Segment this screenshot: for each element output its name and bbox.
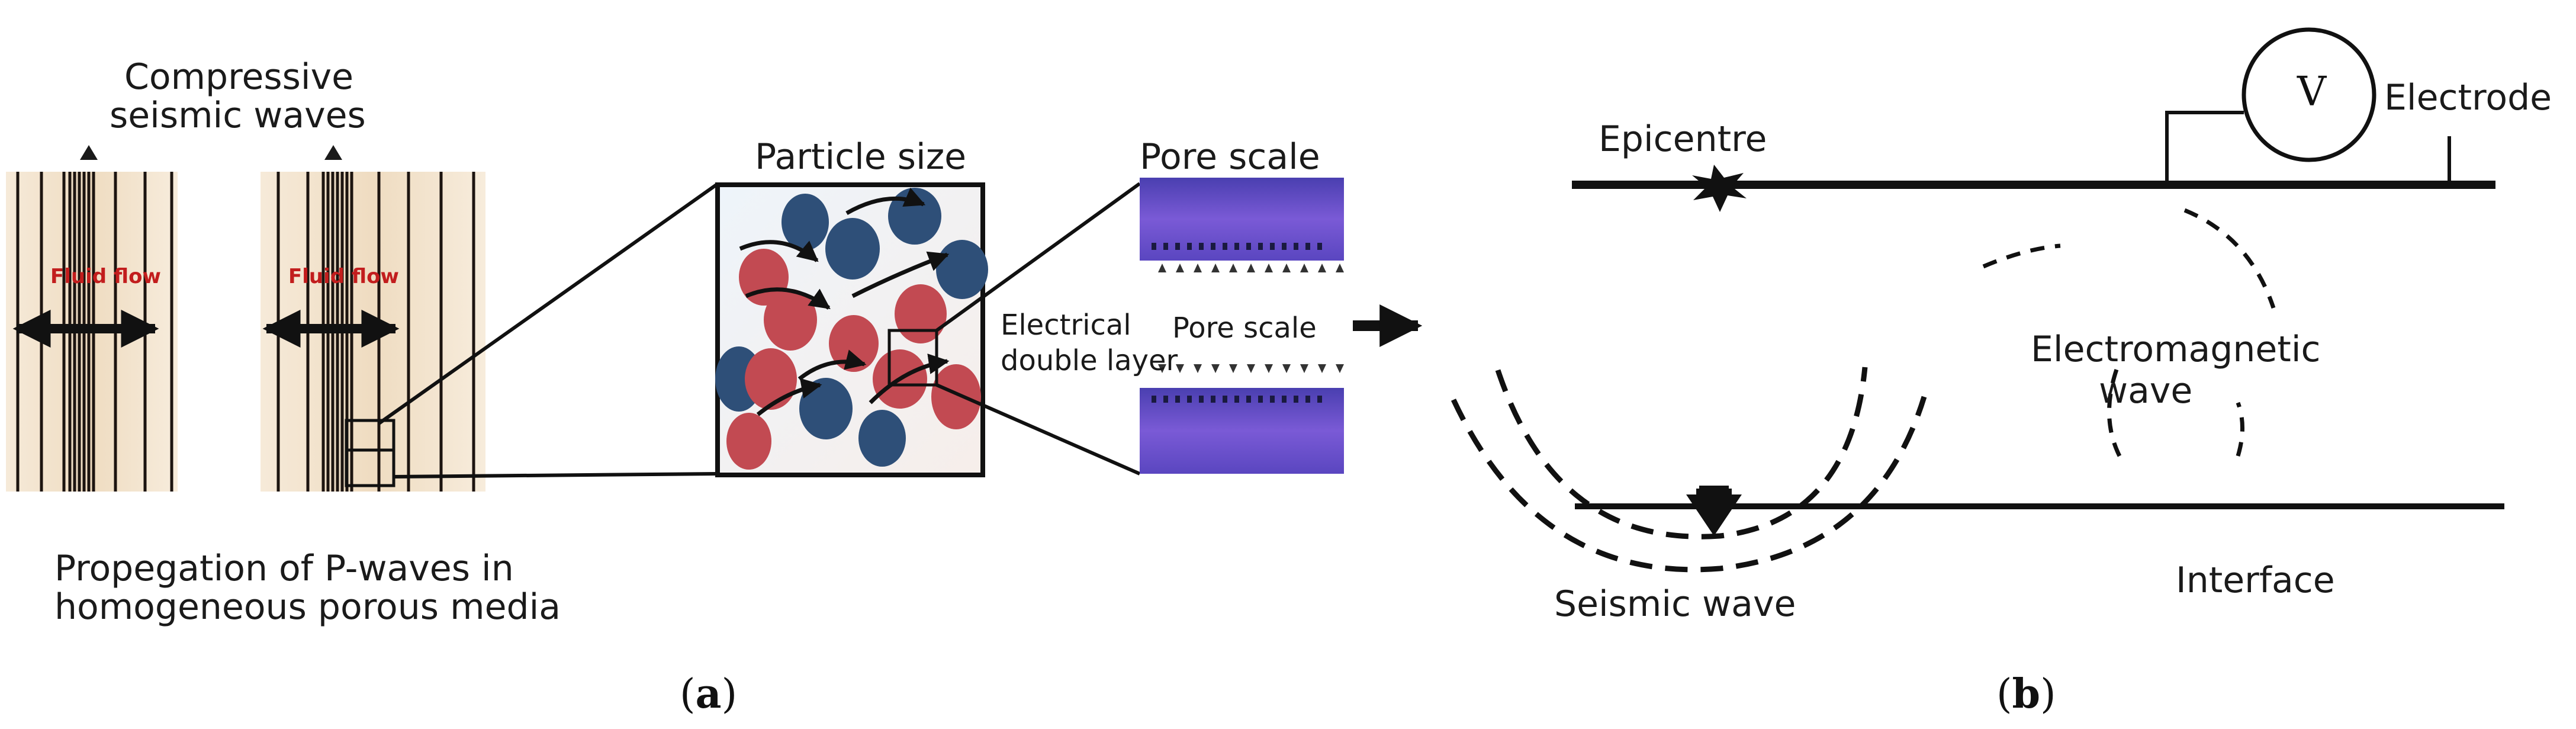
ion-arrows-top [1158, 264, 1344, 272]
fluid-flow-label-right: Fluid flow [288, 265, 399, 288]
compressive-label-line2: seismic waves [110, 95, 366, 136]
caption-b: (b) [1996, 670, 2056, 718]
wavefront-marker-right [324, 145, 342, 160]
pore-scale-label-top: Pore scale [1140, 136, 1320, 178]
pore-surface-charges-top [1152, 243, 1322, 250]
propagation-label-line2: homogeneous porous media [54, 586, 561, 628]
particle-size-label: Particle size [755, 136, 966, 178]
pore-image-bottom [1140, 388, 1344, 474]
double-layer-label-line2: double layer [1001, 344, 1178, 377]
caption-a: (a) [680, 670, 737, 718]
voltmeter-icon [2241, 27, 2376, 162]
epicentre-label: Epicentre [1599, 118, 1767, 160]
em-wave-label-line1: Electromagnetic [2031, 329, 2321, 370]
pore-surface-charges-bottom [1152, 396, 1322, 403]
seismic-wave-arcs [1451, 367, 1927, 573]
voltmeter-circuit [2165, 111, 2451, 185]
epicentre-star-icon [1692, 165, 1747, 212]
zoom-lines-pore [935, 182, 1141, 476]
panel-a: Fluid flow Fluid flow Compressive seismi… [6, 56, 1423, 718]
particle-box [715, 182, 988, 477]
panel-b: Epicentre V Electrode Electromagnetic wa… [1451, 27, 2552, 718]
propagation-label-line1: Propegation of P-waves in [54, 548, 514, 589]
pore-scale-images [1140, 178, 1344, 474]
pore-selection-box [887, 329, 938, 387]
interface-label: Interface [2176, 560, 2335, 601]
wavefront-marker-left [80, 145, 98, 160]
double-layer-label-line1: Electrical [1001, 309, 1131, 342]
voltmeter-label: V [2297, 69, 2327, 115]
em-wave-arcs [1982, 208, 2276, 457]
zoom-lines-particle [345, 183, 718, 487]
fluid-flow-label-left: Fluid flow [50, 265, 161, 288]
electrode-label: Electrode [2384, 77, 2552, 118]
pore-scale-label-mid: Pore scale [1172, 311, 1317, 345]
em-wave-label-line2: wave [2099, 370, 2192, 412]
ion-arrows-bottom [1158, 364, 1344, 373]
seismic-arrow-shaft [1699, 486, 1729, 503]
compressive-label-line1: Compressive [124, 56, 353, 98]
seismic-wave-label: Seismic wave [1554, 583, 1796, 625]
flow-path-arrows [739, 187, 950, 416]
pore-image-top [1140, 178, 1344, 261]
porous-medium [6, 145, 485, 492]
